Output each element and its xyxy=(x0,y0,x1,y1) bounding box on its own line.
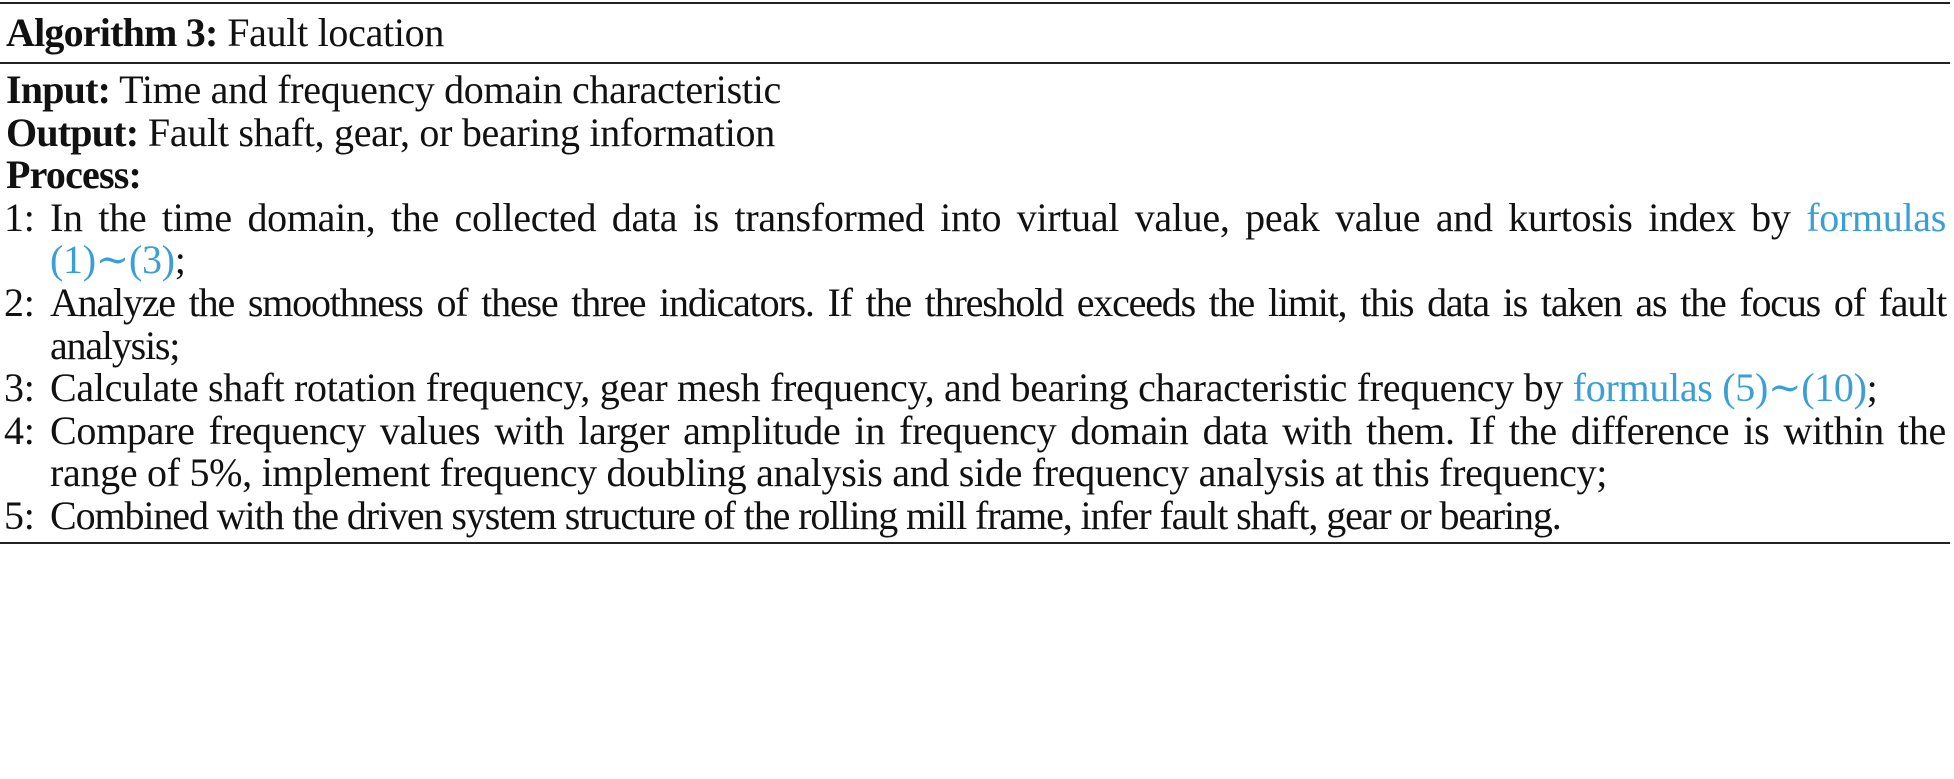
input-value: Time and frequency domain characteristic xyxy=(119,67,781,112)
formula-reference-link[interactable]: formulas (1)∼(3) xyxy=(50,194,1946,283)
input-label: Input: xyxy=(6,67,111,112)
step-text: Analyze the smoothness of these three in… xyxy=(50,279,1947,368)
process-line: Process: xyxy=(0,152,1950,198)
output-line: Output: Fault shaft, gear, or bearing in… xyxy=(0,109,1950,155)
algorithm-label: Algorithm 3: xyxy=(6,10,218,55)
step-number: 3: xyxy=(4,365,35,411)
step-text: In the time domain, the collected data i… xyxy=(50,194,1946,283)
process-label: Process: xyxy=(6,152,142,198)
step-text-end: ; xyxy=(1866,365,1878,411)
algorithm-title: Fault location xyxy=(227,10,445,55)
step-text-body: Calculate shaft rotation frequency, gear… xyxy=(50,365,1573,411)
algorithm-header: Algorithm 3: Fault location xyxy=(0,4,1950,62)
algorithm-box: Algorithm 3: Fault location Input: Time … xyxy=(0,2,1950,544)
process-step: 3: Calculate shaft rotation frequency, g… xyxy=(0,365,1950,411)
step-text-body: In the time domain, the collected data i… xyxy=(50,194,1807,240)
process-step: 5: Combined with the driven system struc… xyxy=(0,492,1950,538)
step-number: 1: xyxy=(4,194,35,240)
step-number: 2: xyxy=(4,279,35,325)
top-rule xyxy=(0,2,1950,4)
output-value: Fault shaft, gear, or bearing informatio… xyxy=(147,109,775,155)
step-text: Combined with the driven system structur… xyxy=(50,492,1946,538)
step-text: Calculate shaft rotation frequency, gear… xyxy=(50,365,1946,411)
input-line: Input: Time and frequency domain charact… xyxy=(0,67,1950,112)
formula-reference-link[interactable]: formulas (5)∼(10) xyxy=(1572,365,1867,411)
output-label: Output: xyxy=(6,109,139,155)
step-number: 4: xyxy=(4,407,35,453)
process-step: 1: In the time domain, the collected dat… xyxy=(0,194,1950,283)
algorithm-body: Input: Time and frequency domain charact… xyxy=(0,64,1950,542)
step-number: 5: xyxy=(4,492,35,538)
step-text-body: Combined with the driven system structur… xyxy=(50,492,1562,538)
step-text: Compare frequency values with larger amp… xyxy=(50,407,1946,496)
header-rule xyxy=(0,62,1950,64)
step-text-body: Compare frequency values with larger amp… xyxy=(50,407,1946,496)
process-step: 4: Compare frequency values with larger … xyxy=(0,407,1950,496)
step-text-body: Analyze the smoothness of these three in… xyxy=(50,279,1947,368)
process-step: 2: Analyze the smoothness of these three… xyxy=(0,279,1950,368)
step-text-end: ; xyxy=(174,237,186,283)
bottom-rule xyxy=(0,541,1950,544)
